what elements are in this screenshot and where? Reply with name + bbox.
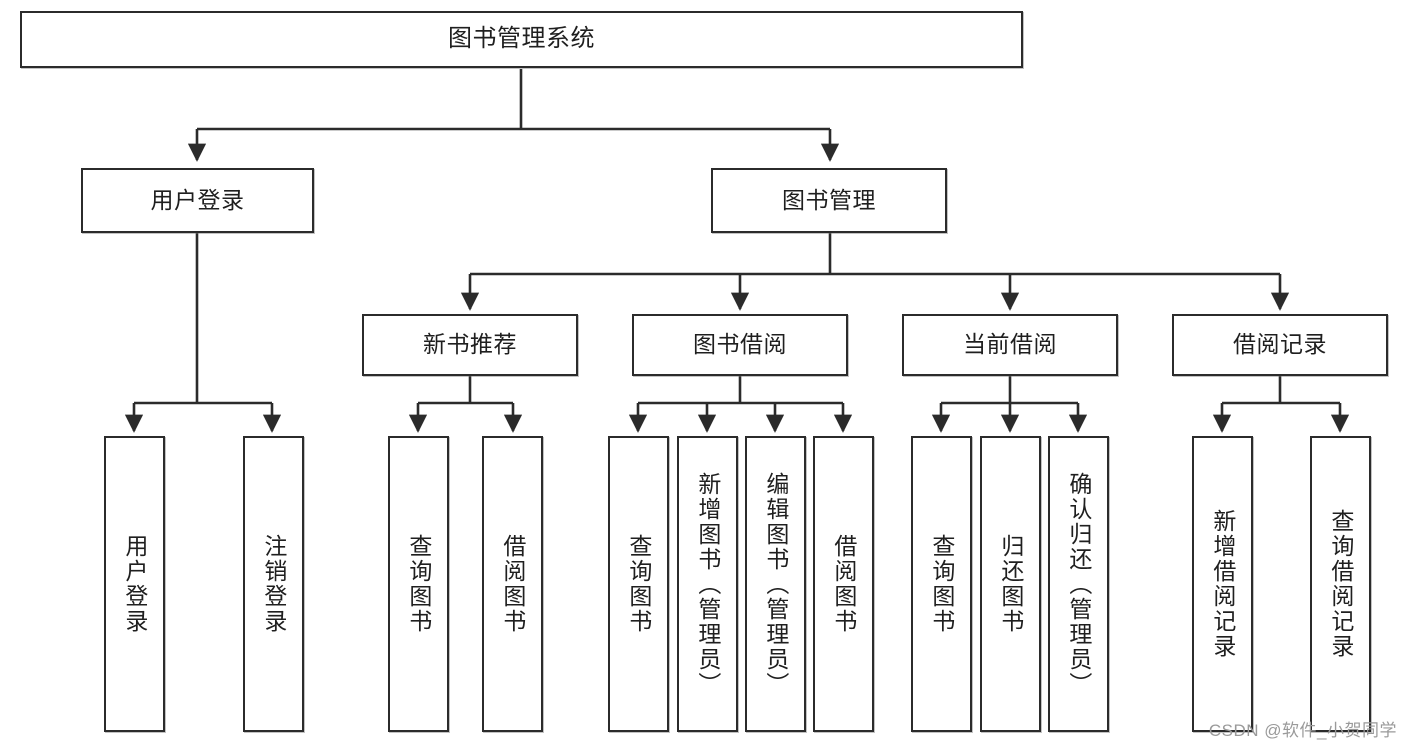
leaf-current-return-book[interactable]: 归还图书 [980, 436, 1041, 732]
node-label: 图书管理系统 [448, 25, 595, 53]
leaf-recommend-query-book[interactable]: 查询图书 [388, 436, 449, 732]
node-label: 确认归还（管理员） [1065, 471, 1092, 697]
node-book-management[interactable]: 图书管理 [711, 168, 947, 233]
node-label: 查询图书 [405, 534, 432, 634]
leaf-borrow-edit-book-admin[interactable]: 编辑图书（管理员） [745, 436, 806, 732]
watermark: CSDN @软件_小贺同学 [1208, 721, 1397, 740]
node-label: 用户登录 [121, 534, 148, 634]
leaf-borrow-borrow-book[interactable]: 借阅图书 [813, 436, 874, 732]
node-label: 新书推荐 [423, 331, 517, 358]
node-label: 编辑图书（管理员） [762, 471, 789, 697]
node-label: 查询借阅记录 [1327, 509, 1354, 659]
node-label: 查询图书 [928, 534, 955, 634]
node-label: 当前借阅 [963, 331, 1057, 358]
node-label: 借阅图书 [499, 534, 526, 634]
leaf-current-query-book[interactable]: 查询图书 [911, 436, 972, 732]
node-label: 借阅图书 [830, 534, 857, 634]
node-label: 注销登录 [260, 534, 287, 634]
leaf-record-add-record[interactable]: 新增借阅记录 [1192, 436, 1253, 732]
leaf-borrow-query-book[interactable]: 查询图书 [608, 436, 669, 732]
leaf-borrow-add-book-admin[interactable]: 新增图书（管理员） [677, 436, 738, 732]
node-label: 新增借阅记录 [1209, 509, 1236, 659]
node-current-borrow[interactable]: 当前借阅 [902, 314, 1118, 376]
leaf-record-query-record[interactable]: 查询借阅记录 [1310, 436, 1371, 732]
node-borrow-record[interactable]: 借阅记录 [1172, 314, 1388, 376]
node-label: 查询图书 [625, 534, 652, 634]
node-label: 借阅记录 [1233, 331, 1327, 358]
node-root-system[interactable]: 图书管理系统 [20, 11, 1023, 68]
node-label: 图书管理 [782, 186, 876, 213]
leaf-current-confirm-return-admin[interactable]: 确认归还（管理员） [1048, 436, 1109, 732]
leaf-user-login-login[interactable]: 用户登录 [104, 436, 165, 732]
node-label: 归还图书 [997, 534, 1024, 634]
node-book-borrow[interactable]: 图书借阅 [632, 314, 848, 376]
node-label: 图书借阅 [693, 331, 787, 358]
node-user-login[interactable]: 用户登录 [81, 168, 314, 233]
leaf-recommend-borrow-book[interactable]: 借阅图书 [482, 436, 543, 732]
leaf-user-login-logout[interactable]: 注销登录 [243, 436, 304, 732]
node-new-book-recommend[interactable]: 新书推荐 [362, 314, 578, 376]
node-label: 用户登录 [150, 186, 245, 213]
node-label: 新增图书（管理员） [694, 471, 721, 697]
